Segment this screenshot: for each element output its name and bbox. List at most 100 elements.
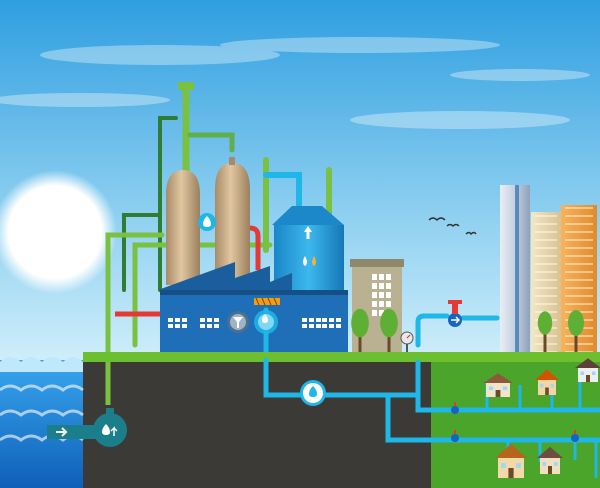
tree-trunk: [574, 329, 578, 355]
window-band: [535, 263, 557, 265]
window: [302, 324, 307, 328]
house: [575, 358, 600, 382]
water-drop-icon: [303, 256, 307, 266]
trees: [351, 308, 584, 355]
window: [379, 274, 384, 280]
house: [483, 373, 513, 397]
window-band: [535, 247, 557, 249]
clouds: [0, 37, 590, 129]
window: [372, 301, 377, 307]
sun: [0, 170, 117, 294]
funnel-icon: [233, 317, 243, 328]
window: [182, 318, 187, 322]
window: [386, 301, 391, 307]
window: [302, 318, 307, 322]
window: [316, 318, 321, 322]
window: [386, 283, 391, 289]
valve-handle: [454, 430, 456, 434]
window: [200, 324, 205, 328]
window-band: [535, 303, 557, 305]
window-band: [535, 223, 557, 225]
water-drop-badge: [198, 213, 216, 231]
office-building: [350, 259, 404, 355]
window-band: [535, 215, 557, 217]
window: [329, 324, 334, 328]
house: [537, 446, 563, 474]
tree: [537, 311, 553, 335]
factory-building: [158, 262, 348, 354]
window: [309, 318, 314, 322]
window-band: [565, 279, 593, 281]
window-band: [565, 295, 593, 297]
window-band: [535, 255, 557, 257]
window: [386, 292, 391, 298]
window: [182, 324, 187, 328]
tree: [351, 308, 369, 338]
tree-trunk: [358, 329, 362, 355]
window-band: [565, 223, 593, 225]
window-band: [535, 231, 557, 233]
window-band: [565, 271, 593, 273]
window: [379, 310, 384, 316]
window: [336, 318, 341, 322]
window: [168, 318, 173, 322]
window: [207, 324, 212, 328]
window-band: [565, 343, 593, 345]
window-band: [565, 247, 593, 249]
houses: [483, 358, 600, 478]
valve-icon: [448, 300, 462, 327]
filter-unit: [227, 311, 249, 333]
window: [372, 310, 377, 316]
valve-handle: [454, 402, 456, 406]
grass-strip: [83, 352, 600, 364]
window: [214, 318, 219, 322]
intake-pipe: [47, 362, 127, 447]
valve-handle: [574, 430, 576, 434]
window-band: [535, 287, 557, 289]
window: [386, 274, 391, 280]
city-skyline: [500, 185, 597, 369]
birds: [428, 217, 477, 236]
window-band: [565, 303, 593, 305]
tree-trunk: [543, 329, 547, 355]
field-valves: [451, 402, 579, 442]
window: [207, 318, 212, 322]
arrow-up-icon: [304, 226, 312, 239]
house: [535, 369, 559, 395]
window: [379, 301, 384, 307]
window: [316, 324, 321, 328]
tree-trunk: [387, 329, 391, 355]
window-band: [565, 207, 593, 209]
tree: [568, 310, 584, 336]
window-band: [565, 231, 593, 233]
intake-pump: [93, 413, 127, 447]
window: [336, 324, 341, 328]
arrow-right-icon: [56, 427, 68, 437]
house: [495, 444, 527, 478]
gauge-icon: [400, 331, 414, 352]
window-band: [535, 271, 557, 273]
window: [322, 324, 327, 328]
window: [322, 318, 327, 322]
valve-icon: [571, 434, 579, 442]
window: [379, 292, 384, 298]
window: [214, 324, 219, 328]
window: [175, 324, 180, 328]
window: [379, 283, 384, 289]
window-band: [565, 287, 593, 289]
window-band: [565, 335, 593, 337]
valve-icon: [451, 406, 459, 414]
window-band: [535, 279, 557, 281]
underground-pump: [300, 380, 326, 406]
tree: [380, 308, 398, 338]
window: [372, 292, 377, 298]
window: [175, 318, 180, 322]
window: [168, 324, 173, 328]
window: [329, 318, 334, 322]
window: [309, 324, 314, 328]
window: [372, 274, 377, 280]
red-pipes: [115, 225, 261, 317]
valve-icon: [451, 434, 459, 442]
sea: [0, 357, 84, 488]
